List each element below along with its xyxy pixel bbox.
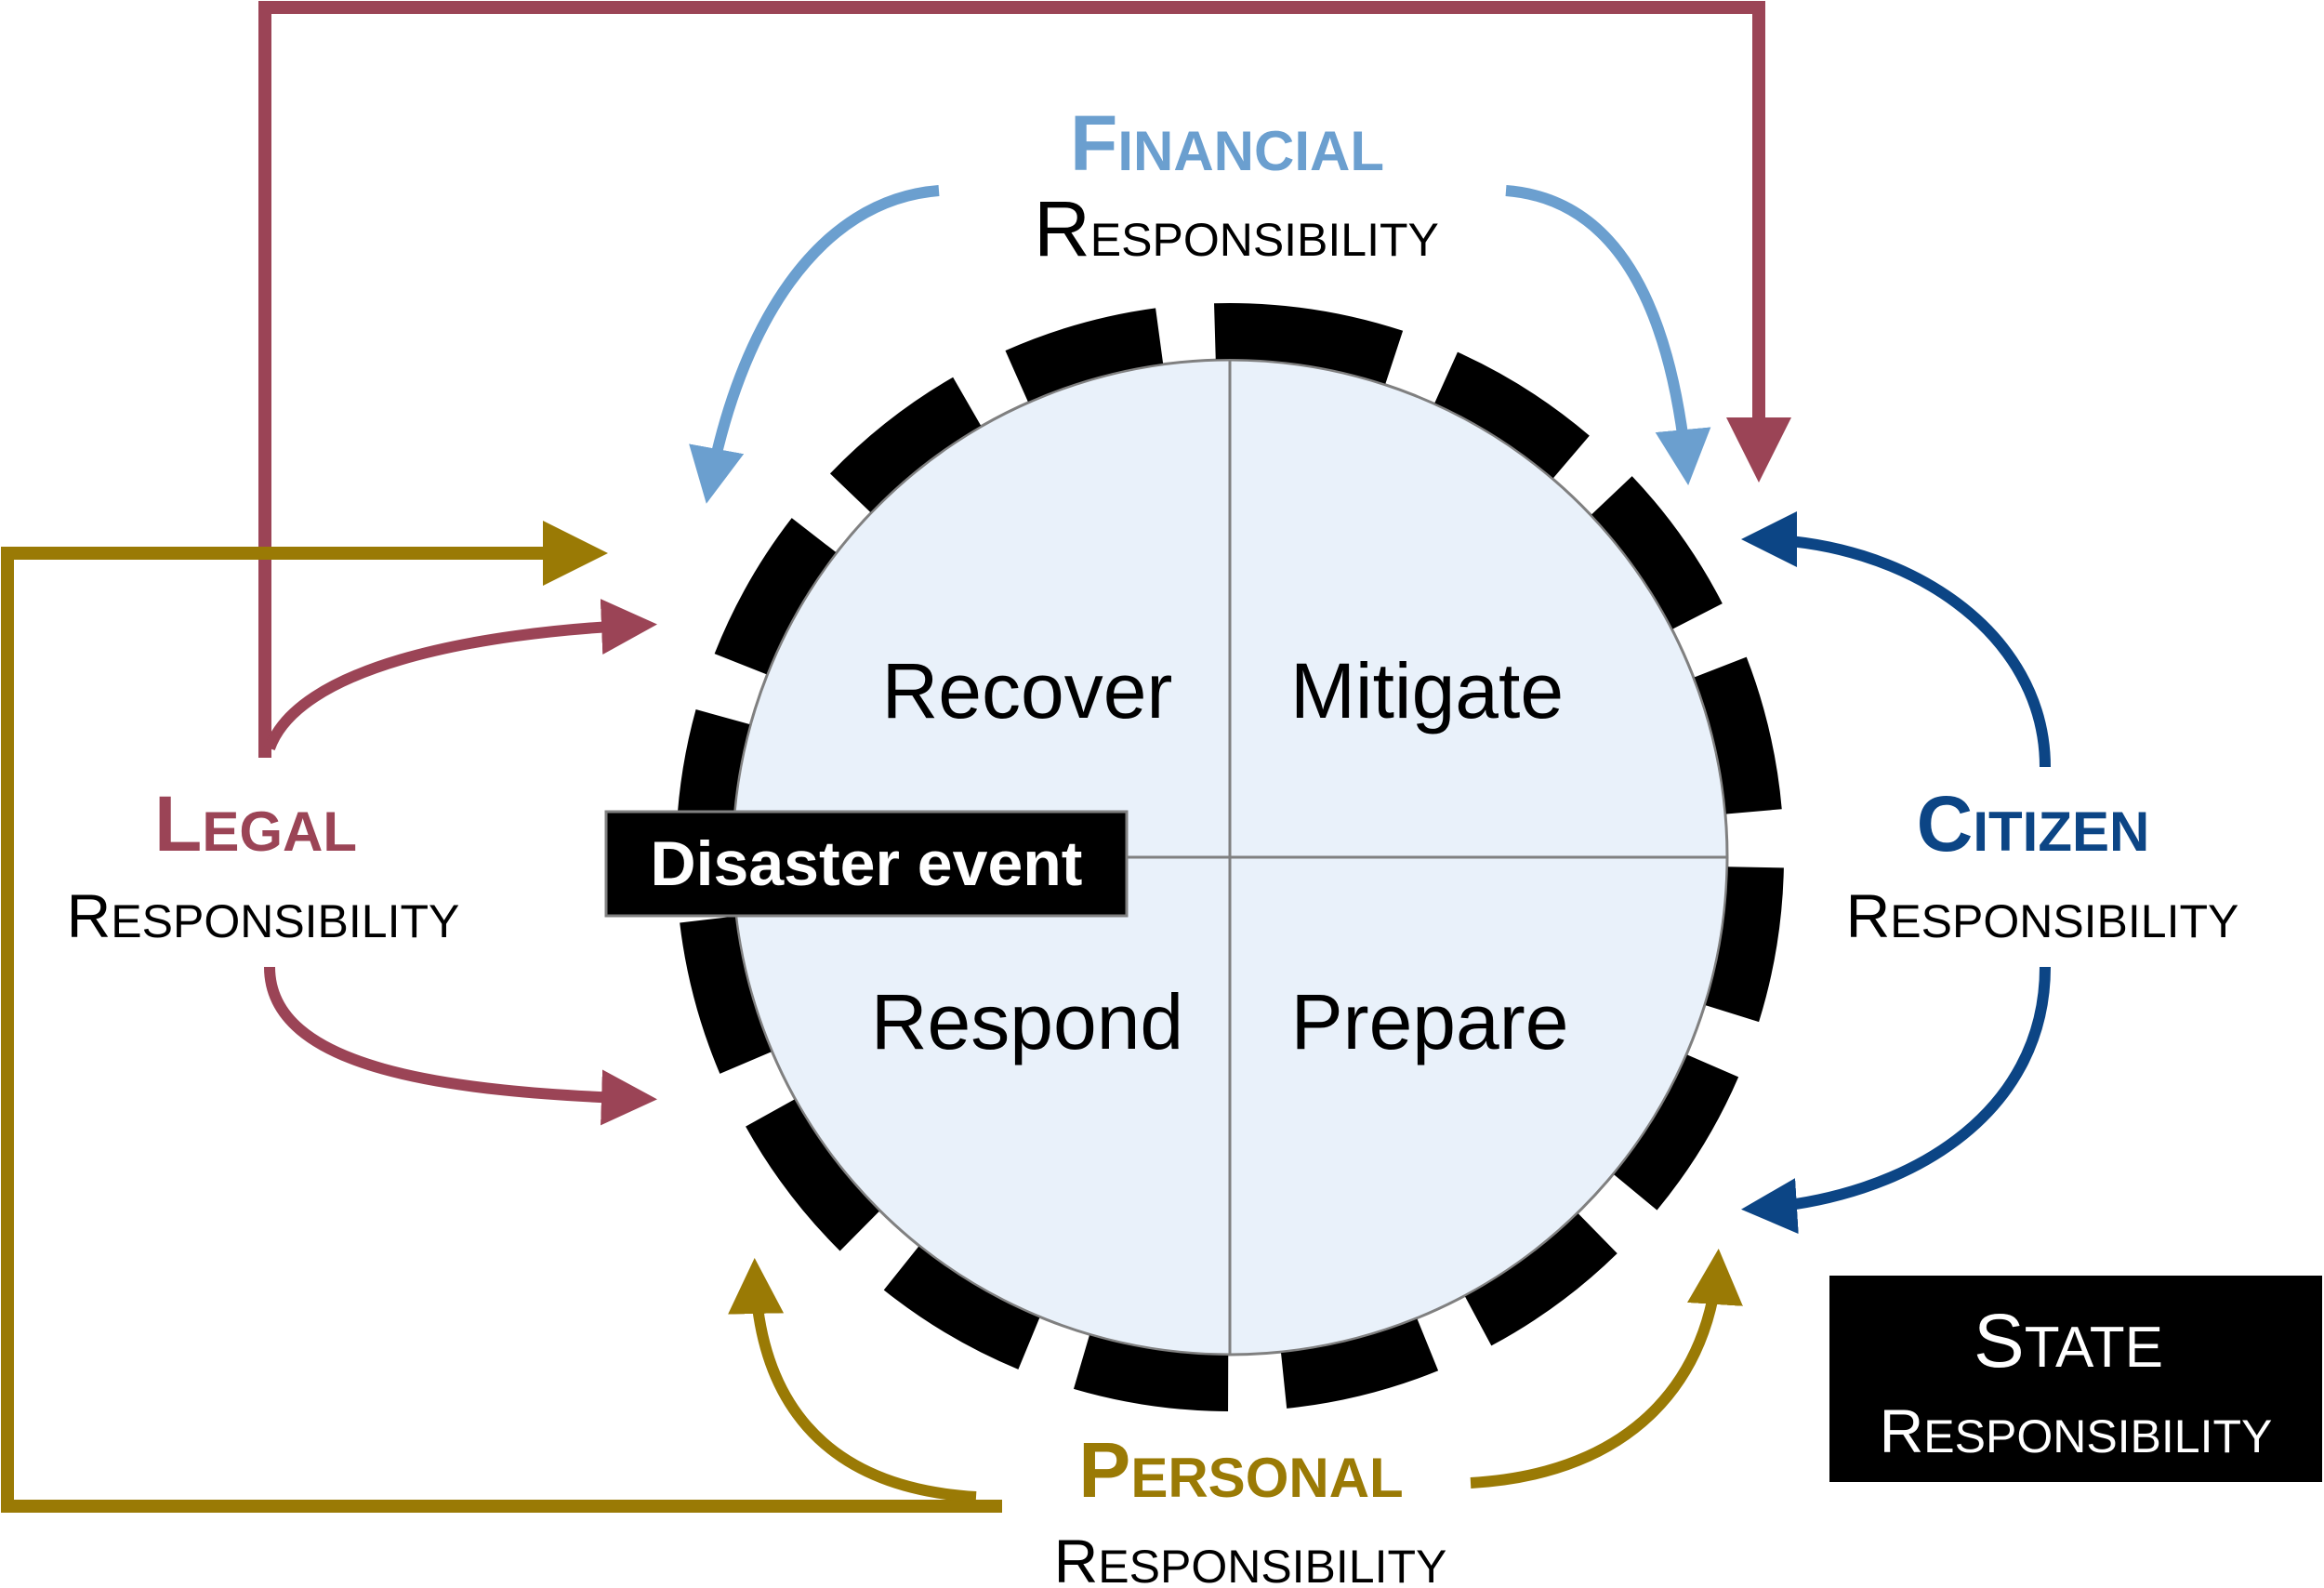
personal-title: PERSONAL bbox=[1078, 1426, 1403, 1514]
citizen-subtitle: RESPONSIBILITY bbox=[1846, 881, 2239, 950]
phase-recover-label: Recover bbox=[882, 647, 1173, 734]
state-title: STATE bbox=[1974, 1299, 2163, 1383]
citizen-arrow-lower bbox=[1741, 966, 2051, 1235]
phase-prepare-label: Prepare bbox=[1291, 978, 1569, 1065]
personal-arrow-left bbox=[728, 1258, 977, 1502]
state-responsibility-box bbox=[1829, 1276, 2322, 1482]
state-subtitle: RESPONSIBILITY bbox=[1880, 1396, 2273, 1465]
citizen-title: CITIZEN bbox=[1917, 780, 2150, 867]
financial-title: FINANCIAL bbox=[1070, 99, 1384, 187]
legal-subtitle: RESPONSIBILITY bbox=[67, 881, 460, 950]
disaster-event-label: Disaster event bbox=[651, 828, 1083, 899]
legal-arrow-lower bbox=[264, 966, 657, 1126]
legal-title: LEGAL bbox=[154, 780, 357, 867]
phase-mitigate-label: Mitigate bbox=[1290, 647, 1564, 734]
financial-subtitle: RESPONSIBILITY bbox=[1034, 185, 1439, 272]
financial-arrow-right bbox=[1505, 185, 1711, 485]
legal-connector-top bbox=[258, 1, 1791, 758]
disaster-event-box bbox=[604, 810, 1129, 918]
citizen-arrow-upper bbox=[1741, 511, 2051, 768]
personal-connector-left bbox=[1, 521, 1002, 1513]
financial-arrow-left bbox=[689, 185, 940, 504]
personal-arrow-right bbox=[1470, 1249, 1743, 1489]
legal-arrow-upper bbox=[264, 599, 657, 751]
phase-respond-label: Respond bbox=[871, 978, 1183, 1065]
personal-subtitle: RESPONSIBILITY bbox=[1054, 1527, 1447, 1588]
